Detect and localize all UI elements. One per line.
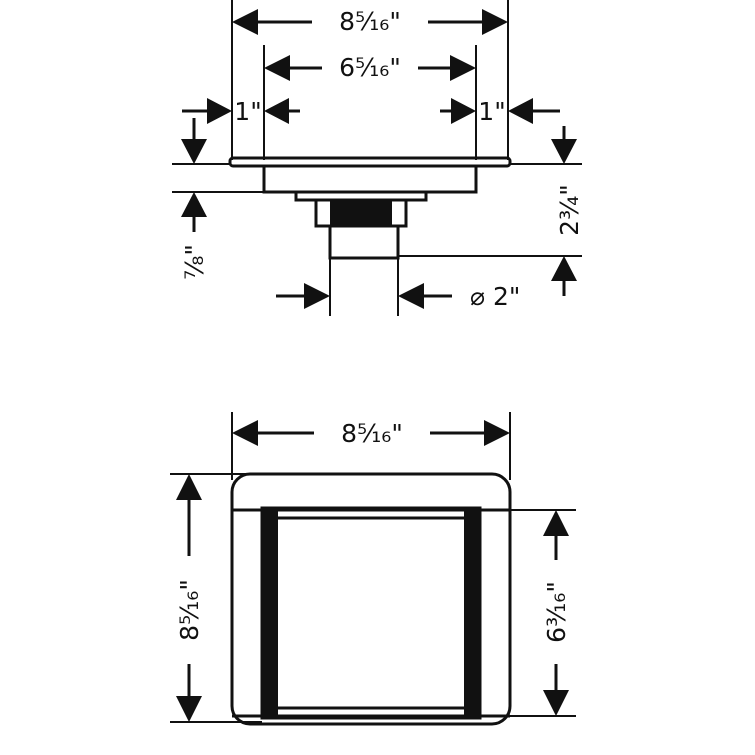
top-view: 8⁵⁄₁₆" 8⁵⁄₁₆" 6³⁄ bbox=[170, 412, 576, 726]
label-mask bbox=[322, 52, 418, 84]
label-mask bbox=[172, 556, 206, 664]
outlet-diameter-dimension bbox=[276, 283, 452, 309]
grate-rail-right bbox=[464, 508, 480, 718]
label-mask bbox=[314, 417, 430, 449]
grate-frame bbox=[260, 506, 482, 720]
top-width-label: 8⁵⁄₁₆" bbox=[341, 419, 403, 448]
total-height-label: 2³⁄₄" bbox=[555, 184, 584, 236]
outlet-height-dimension bbox=[181, 118, 207, 232]
side-view: 8⁵⁄₁₆" 6⁵⁄₁₆" 1" 1" bbox=[172, 0, 584, 316]
drain-channel bbox=[262, 164, 478, 194]
outer-frame bbox=[230, 472, 512, 726]
overall-width-label: 8⁵⁄₁₆" bbox=[339, 7, 401, 36]
right-flange-dimension bbox=[440, 98, 560, 124]
outlet-diameter-label: ⌀ 2" bbox=[470, 282, 520, 311]
grate-insert bbox=[270, 516, 472, 710]
inner-width-label: 6⁵⁄₁₆" bbox=[339, 53, 401, 82]
label-mask bbox=[312, 6, 428, 38]
outlet-pipe bbox=[328, 224, 400, 260]
right-flange-label: 1" bbox=[478, 97, 505, 126]
inner-height-label: 6³⁄₁₆" bbox=[542, 581, 571, 643]
thread-core bbox=[330, 200, 392, 226]
drain-body-top bbox=[230, 472, 512, 726]
outlet-height-label: ⁷⁄₈" bbox=[180, 244, 209, 280]
grate-rail-left bbox=[262, 508, 278, 718]
label-mask bbox=[539, 560, 573, 664]
top-height-label: 8⁵⁄₁₆" bbox=[175, 579, 204, 641]
left-flange-dimension bbox=[182, 98, 300, 124]
left-flange-label: 1" bbox=[234, 97, 261, 126]
total-height-dimension bbox=[551, 126, 577, 296]
drain-body-side bbox=[228, 156, 512, 260]
